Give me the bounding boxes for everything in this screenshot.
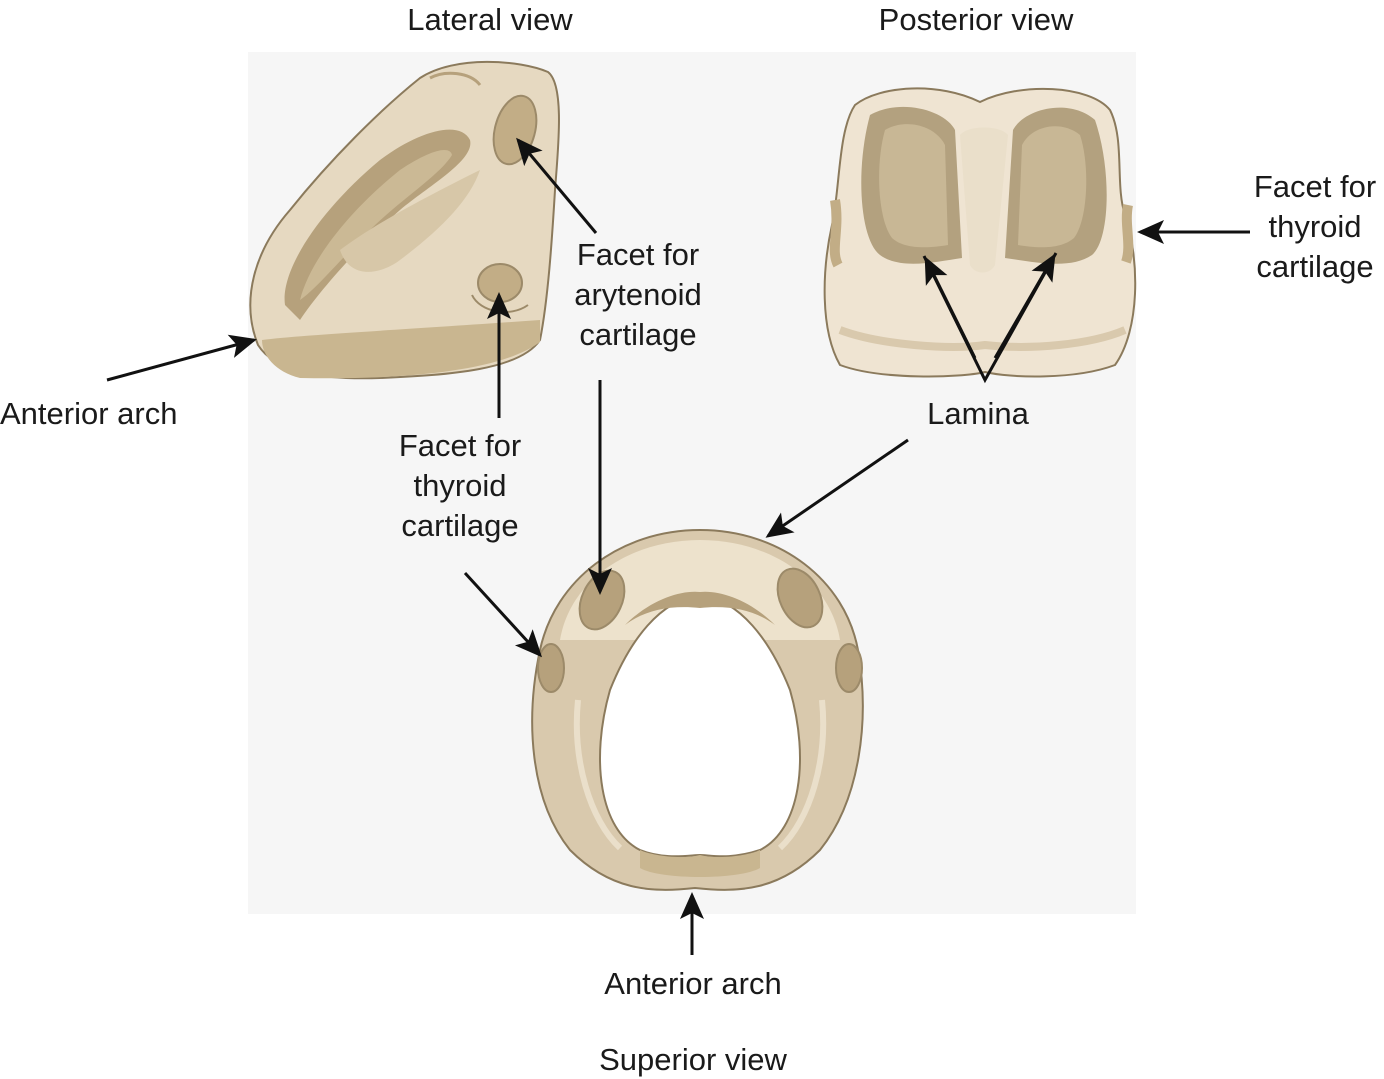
annotation-arrows xyxy=(106,137,1250,955)
anterior-arch-superior-label: Anterior arch xyxy=(604,966,782,1001)
arrow-anterior-arch-lateral xyxy=(106,334,257,382)
posterior-view-title: Posterior view xyxy=(878,2,1074,37)
lamina-label: Lamina xyxy=(927,396,1029,431)
superior-view-cartilage xyxy=(531,528,864,891)
facet-thyroid-lateral-label: Facet for thyroid cartilage xyxy=(398,428,522,543)
facet-arytenoid-label: Facet for arytenoid cartilage xyxy=(574,237,702,352)
facet-thyroid-posterior-label: Facet for thyroid cartilage xyxy=(1253,169,1377,284)
lateral-view-title: Lateral view xyxy=(407,2,573,37)
arrow-facet-arytenoid-lateral xyxy=(516,137,598,234)
arrow-lamina-superior xyxy=(765,438,909,538)
superior-view-title: Superior view xyxy=(599,1042,787,1077)
arrow-facet-thyroid-superior xyxy=(463,571,543,658)
lateral-view-cartilage xyxy=(249,60,560,380)
anterior-arch-lateral-label: Anterior arch xyxy=(0,396,178,431)
arrow-lamina-right-head xyxy=(993,253,1056,359)
arrow-lamina-left-head xyxy=(924,256,977,359)
posterior-view-cartilage xyxy=(823,87,1137,378)
